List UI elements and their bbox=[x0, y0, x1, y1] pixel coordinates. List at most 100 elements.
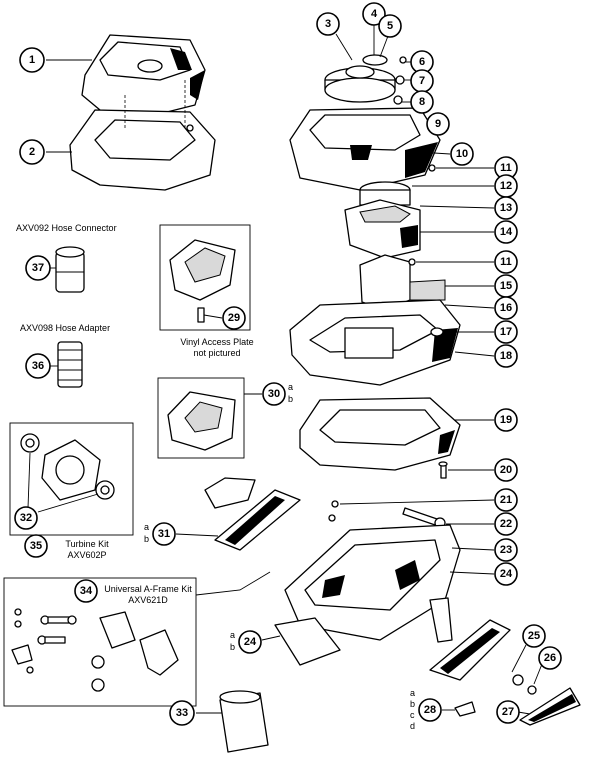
svg-text:22: 22 bbox=[500, 518, 512, 530]
callout-7: 7 bbox=[410, 69, 434, 93]
callout-14: 14 bbox=[494, 220, 518, 244]
svg-text:31: 31 bbox=[158, 528, 170, 540]
svg-text:36: 36 bbox=[32, 360, 44, 372]
vinyl-plate-label-2: not pictured bbox=[193, 348, 241, 358]
svg-text:5: 5 bbox=[387, 20, 393, 32]
variant-31-b: b bbox=[144, 534, 150, 544]
svg-text:26: 26 bbox=[544, 652, 556, 664]
svg-text:15: 15 bbox=[500, 280, 512, 292]
svg-text:24: 24 bbox=[500, 568, 513, 580]
callout-19: 19 bbox=[494, 408, 518, 432]
svg-text:24: 24 bbox=[244, 636, 257, 648]
part-rear-group bbox=[429, 619, 581, 726]
part-hose-connector bbox=[50, 246, 85, 293]
svg-text:19: 19 bbox=[500, 414, 512, 426]
callout-32: 32 bbox=[14, 506, 38, 530]
variant-24-b: b bbox=[230, 642, 236, 652]
svg-text:12: 12 bbox=[500, 180, 512, 192]
svg-text:3: 3 bbox=[325, 18, 331, 30]
vinyl-access-plate-box bbox=[159, 224, 251, 331]
callout-29: 29 bbox=[222, 306, 246, 330]
svg-text:11: 11 bbox=[500, 256, 512, 268]
callout-15: 15 bbox=[494, 274, 518, 298]
callout-33: 33 bbox=[169, 700, 195, 726]
callout-12: 12 bbox=[494, 174, 518, 198]
svg-text:29: 29 bbox=[228, 312, 240, 324]
callout-1: 1 bbox=[19, 47, 45, 73]
turbine-kit-label-2: AXV602P bbox=[67, 550, 107, 560]
callout-35: 35 bbox=[24, 534, 48, 558]
callout-36: 36 bbox=[25, 353, 51, 379]
vinyl-plate-label-1: Vinyl Access Plate bbox=[180, 337, 254, 347]
part-chassis bbox=[284, 524, 495, 643]
svg-text:20: 20 bbox=[500, 464, 512, 476]
callout-25: 25 bbox=[522, 624, 546, 648]
variant-28-d: d bbox=[410, 721, 416, 731]
callout-17: 17 bbox=[494, 320, 518, 344]
aframe-kit-box bbox=[3, 571, 271, 707]
callout-24-left: 24 bbox=[238, 630, 262, 654]
callout-37: 37 bbox=[25, 255, 51, 281]
callout-4: 4 bbox=[362, 2, 386, 26]
part-screw-20 bbox=[438, 461, 494, 479]
part-track-31 bbox=[175, 477, 301, 551]
svg-text:8: 8 bbox=[419, 96, 425, 108]
svg-text:14: 14 bbox=[500, 226, 513, 238]
part-top-housing bbox=[46, 80, 216, 191]
part-front-skirt bbox=[261, 617, 341, 666]
svg-text:30: 30 bbox=[268, 388, 280, 400]
callout-22: 22 bbox=[494, 512, 518, 536]
svg-text:37: 37 bbox=[32, 262, 44, 274]
aframe-kit-label-1: Universal A-Frame Kit bbox=[104, 584, 192, 594]
part-lower-body bbox=[289, 254, 495, 386]
svg-text:16: 16 bbox=[500, 302, 512, 314]
svg-text:23: 23 bbox=[500, 544, 512, 556]
svg-text:4: 4 bbox=[371, 8, 378, 20]
part-30-box bbox=[157, 377, 262, 459]
variant-28-a: a bbox=[410, 688, 416, 698]
callout-24-right: 24 bbox=[494, 562, 518, 586]
aframe-kit-label-2: AXV621D bbox=[128, 595, 168, 605]
callout-5: 5 bbox=[378, 14, 402, 38]
svg-text:18: 18 bbox=[500, 350, 512, 362]
turbine-kit-label-1: Turbine Kit bbox=[65, 539, 109, 549]
svg-text:11: 11 bbox=[500, 162, 512, 174]
part-upper-body bbox=[289, 107, 494, 191]
variant-30-a: a bbox=[288, 382, 294, 392]
callout-3: 3 bbox=[316, 12, 340, 36]
callout-28: 28 bbox=[418, 698, 442, 722]
variant-28-b: b bbox=[410, 699, 416, 709]
svg-text:35: 35 bbox=[30, 540, 42, 552]
svg-text:10: 10 bbox=[456, 148, 468, 160]
svg-text:17: 17 bbox=[500, 326, 512, 338]
hose-adapter-label: AXV098 Hose Adapter bbox=[20, 323, 111, 333]
callout-27: 27 bbox=[496, 700, 520, 724]
callout-6: 6 bbox=[410, 50, 434, 74]
svg-text:6: 6 bbox=[419, 56, 425, 68]
variant-30-b: b bbox=[288, 394, 294, 404]
part-axle bbox=[328, 499, 495, 529]
callout-21: 21 bbox=[494, 488, 518, 512]
variant-31-a: a bbox=[144, 522, 150, 532]
callout-26: 26 bbox=[538, 646, 562, 670]
svg-text:2: 2 bbox=[29, 146, 35, 158]
callout-31: 31 bbox=[152, 522, 176, 546]
svg-text:9: 9 bbox=[435, 118, 441, 130]
variant-28-c: c bbox=[410, 710, 415, 720]
callout-9: 9 bbox=[426, 112, 450, 136]
svg-text:7: 7 bbox=[419, 75, 425, 87]
svg-text:25: 25 bbox=[528, 630, 540, 642]
callout-2: 2 bbox=[19, 139, 45, 165]
hose-connector-label: AXV092 Hose Connector bbox=[16, 223, 117, 233]
part-bottom-plate bbox=[299, 397, 494, 471]
callout-16: 16 bbox=[494, 296, 518, 320]
svg-text:33: 33 bbox=[176, 707, 188, 719]
callout-10: 10 bbox=[450, 142, 474, 166]
turbine-kit-box bbox=[9, 422, 134, 536]
variant-24-a: a bbox=[230, 630, 236, 640]
callout-30: 30 bbox=[262, 382, 286, 406]
svg-text:28: 28 bbox=[424, 704, 436, 716]
part-top-cover bbox=[46, 34, 206, 116]
svg-text:32: 32 bbox=[20, 512, 32, 524]
